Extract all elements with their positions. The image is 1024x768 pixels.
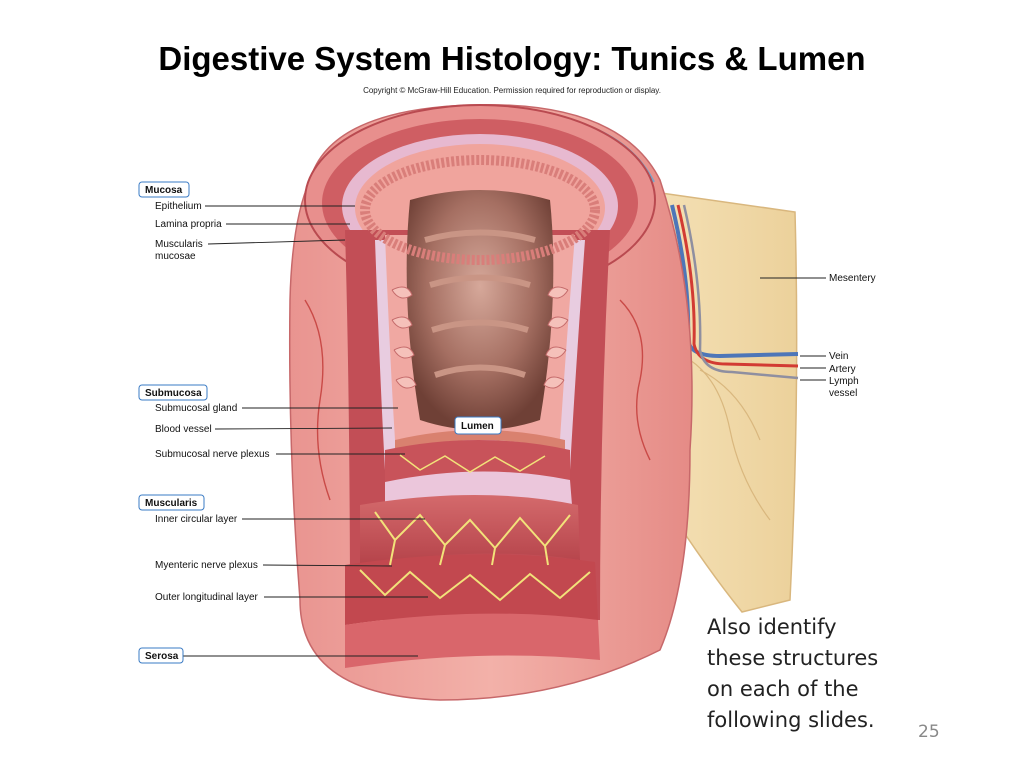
label-outer-longitudinal-layer: Outer longitudinal layer (155, 592, 259, 603)
category-mucosa: Mucosa (138, 181, 190, 198)
instruction-note: Also identify these structures on each o… (707, 612, 907, 736)
label-epithelium: Epithelium (155, 201, 202, 212)
lumen-callout: Lumen (454, 416, 502, 435)
leader-lines (182, 205, 826, 657)
category-mucosa-label: Mucosa (145, 185, 183, 196)
lumen-label: Lumen (461, 421, 494, 432)
category-submucosa: Submucosa (138, 384, 208, 401)
label-lymph-vessel-line1: Lymph (829, 376, 859, 387)
label-lamina-propria: Lamina propria (155, 219, 222, 230)
label-myenteric-nerve-plexus: Myenteric nerve plexus (155, 560, 258, 571)
category-serosa: Serosa (138, 647, 184, 664)
label-inner-circular-layer: Inner circular layer (155, 514, 238, 525)
category-submucosa-label: Submucosa (145, 388, 202, 399)
note-line-1: Also identify (707, 615, 837, 639)
label-muscularis-mucosae-line2: mucosae (155, 251, 196, 262)
copyright-notice: Copyright © McGraw-Hill Education. Permi… (363, 86, 661, 95)
label-muscularis-mucosae-line1: Muscularis (155, 239, 203, 250)
label-submucosal-gland: Submucosal gland (155, 403, 237, 414)
note-line-3: on each of the (707, 677, 859, 701)
stepped-layers (345, 440, 600, 668)
category-muscularis-label: Muscularis (145, 498, 198, 509)
category-muscularis: Muscularis (138, 494, 205, 511)
label-blood-vessel: Blood vessel (155, 424, 212, 435)
page-number: 25 (918, 722, 940, 742)
label-vein: Vein (829, 351, 848, 362)
label-mesentery: Mesentery (829, 273, 876, 284)
label-lymph-vessel-line2: vessel (829, 388, 857, 399)
note-line-4: following slides. (707, 708, 875, 732)
category-serosa-label: Serosa (145, 651, 179, 662)
label-artery: Artery (829, 364, 856, 375)
note-line-2: these structures (707, 646, 879, 670)
label-submucosal-nerve-plexus: Submucosal nerve plexus (155, 449, 270, 460)
slide-title: Digestive System Histology: Tunics & Lum… (158, 40, 866, 77)
